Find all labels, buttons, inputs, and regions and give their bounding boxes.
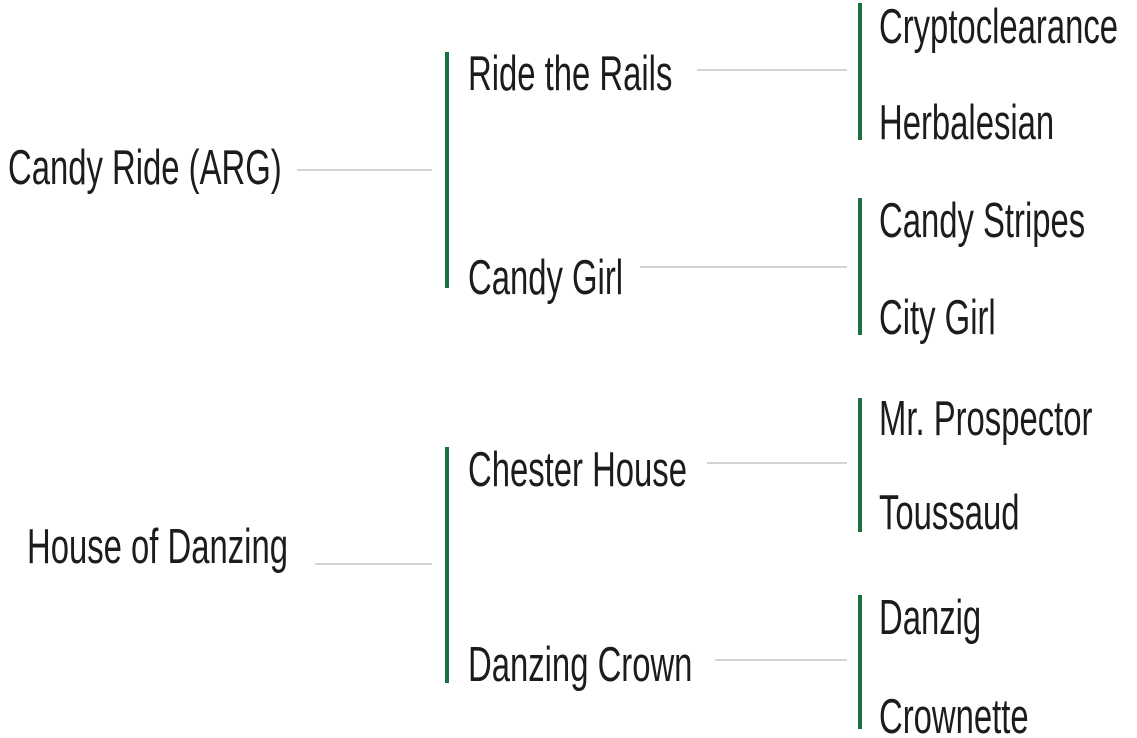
- connector-ride-the-rails: [697, 69, 847, 71]
- connector-house-of-danzing: [315, 563, 432, 565]
- node-herbalesian: Herbalesian: [879, 96, 1055, 150]
- node-danzing-crown: Danzing Crown: [468, 638, 693, 692]
- node-chester-house: Chester House: [468, 443, 687, 497]
- bracket-chester-house-parents: [858, 398, 862, 532]
- node-candy-ride-arg: Candy Ride (ARG): [8, 141, 282, 195]
- connector-chester-house: [707, 462, 847, 464]
- bracket-candy-girl-parents: [858, 198, 862, 335]
- node-city-girl: City Girl: [879, 291, 996, 345]
- node-danzig: Danzig: [879, 591, 982, 645]
- bracket-ride-the-rails-parents: [858, 3, 862, 140]
- node-candy-stripes: Candy Stripes: [879, 194, 1086, 248]
- bracket-candy-ride-parents: [445, 52, 449, 288]
- node-cryptoclearance: Cryptoclearance: [879, 0, 1119, 54]
- connector-danzing-crown: [715, 659, 847, 661]
- node-candy-girl: Candy Girl: [468, 251, 624, 305]
- bracket-house-of-danzing-parents: [445, 447, 449, 683]
- node-house-of-danzing: House of Danzing: [27, 520, 288, 574]
- node-toussaud: Toussaud: [879, 486, 1020, 540]
- connector-candy-ride-arg: [297, 169, 432, 171]
- bracket-danzing-crown-parents: [858, 595, 862, 729]
- node-crownette: Crownette: [879, 690, 1029, 738]
- connector-candy-girl: [640, 266, 847, 268]
- node-mr-prospector: Mr. Prospector: [879, 392, 1093, 446]
- node-ride-the-rails: Ride the Rails: [468, 47, 673, 101]
